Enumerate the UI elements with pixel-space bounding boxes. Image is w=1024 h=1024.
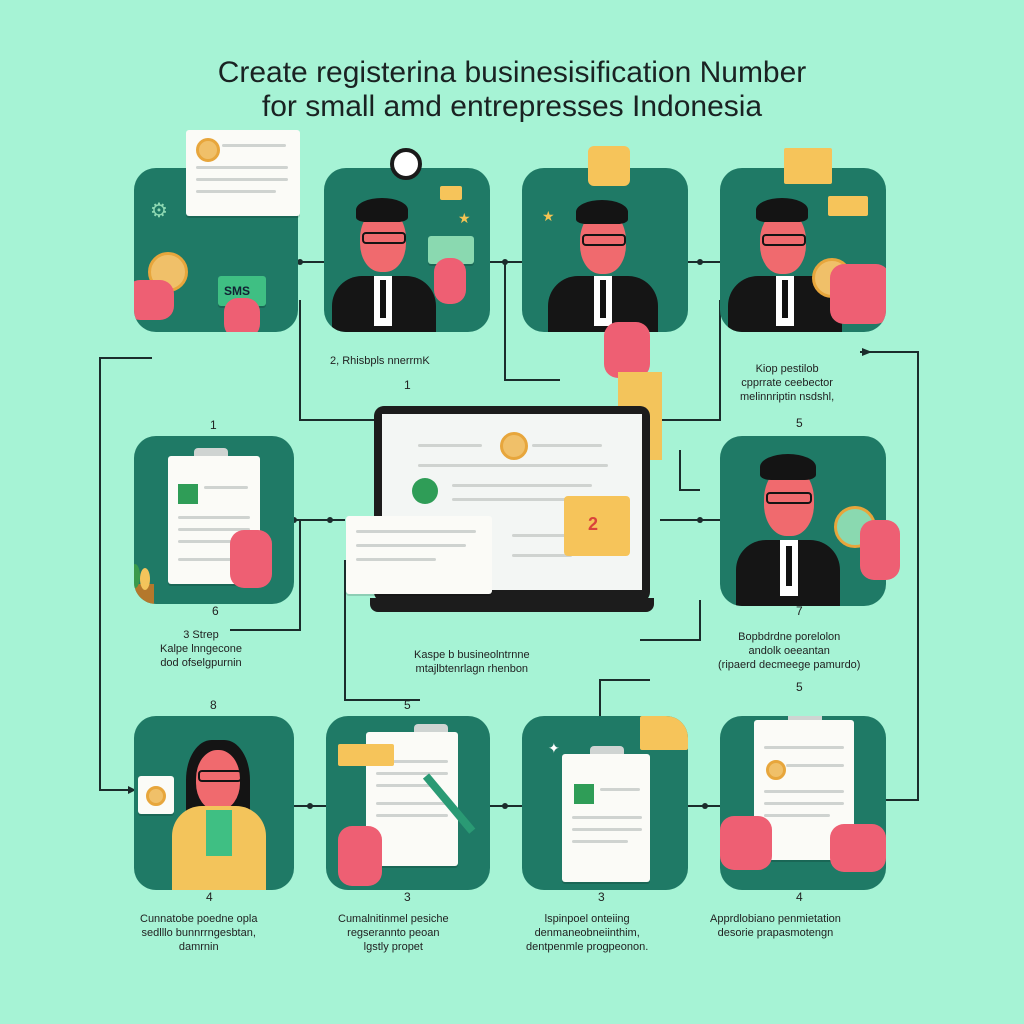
card-label: SMS bbox=[224, 284, 250, 298]
star-icon: ✦ bbox=[548, 740, 560, 757]
step-caption-center: Kaspe b busineolntrnne mtajlbtenrlagn rh… bbox=[414, 648, 530, 676]
seal-icon bbox=[500, 432, 528, 460]
step-caption-14: lspinpoel onteiing denmaneobneiinthim, d… bbox=[526, 912, 648, 954]
step-panel-8 bbox=[326, 716, 490, 890]
id-card bbox=[138, 776, 174, 814]
hand-with-pen bbox=[338, 826, 382, 886]
step-caption-15: Apprdlobiano penmietation desorie prapas… bbox=[710, 912, 841, 940]
step-caption-13: Cumalnitinmel pesiche regserannto peoan … bbox=[338, 912, 449, 954]
magnifier-icon bbox=[390, 148, 422, 180]
step-number: 6 bbox=[212, 604, 219, 618]
gear-icon: ⚙ bbox=[150, 198, 168, 223]
document-card bbox=[186, 130, 300, 216]
step-panel-9: ✦ bbox=[522, 716, 688, 890]
step-2-label: 2, Rhisbpls nnerrmK bbox=[330, 354, 430, 368]
step-panel-5 bbox=[134, 436, 294, 604]
step-number: 4 bbox=[206, 890, 213, 904]
step-panel-4 bbox=[720, 168, 886, 332]
hand-with-pen bbox=[230, 530, 272, 588]
step-number: 5 bbox=[796, 416, 803, 430]
hand-pointing bbox=[604, 322, 650, 378]
step-panel-10 bbox=[720, 716, 886, 890]
step-caption-12: Cunnatobe poedne opla sedlllo bunnrrnges… bbox=[140, 912, 257, 954]
seal-icon bbox=[766, 760, 786, 780]
step-number: 1 bbox=[210, 418, 217, 432]
step-number: 1 bbox=[404, 378, 411, 392]
step-panel-6 bbox=[720, 436, 886, 606]
step-number: 3 bbox=[598, 890, 605, 904]
sticky-note bbox=[338, 744, 394, 766]
step-number: 3 bbox=[404, 890, 411, 904]
step-panel-7 bbox=[134, 716, 294, 890]
badge-icon bbox=[588, 146, 630, 186]
hand-left bbox=[134, 280, 174, 320]
plant-icon bbox=[134, 564, 160, 604]
certificate-badge: 2 bbox=[564, 496, 630, 556]
step-caption-8: Bopbdrdne porelolon andolk oeeantan (rip… bbox=[718, 630, 860, 672]
envelope-icon bbox=[784, 148, 832, 184]
hand-right bbox=[224, 298, 260, 332]
hand-right bbox=[860, 520, 900, 580]
star-icon: ★ bbox=[542, 208, 555, 225]
step-panel-3: ★ bbox=[522, 168, 688, 332]
document-card bbox=[346, 516, 492, 594]
certificate-number: 2 bbox=[588, 514, 598, 535]
step-caption-6: 3 Strep Kalpe lnngecone dod ofselgpurnin bbox=[160, 628, 242, 670]
step-number: 5 bbox=[404, 698, 411, 712]
star-icon: ★ bbox=[458, 210, 471, 227]
monitor-stand bbox=[370, 598, 654, 612]
badge-green-icon bbox=[412, 478, 438, 504]
envelope-icon bbox=[640, 716, 688, 750]
step-number: 4 bbox=[796, 890, 803, 904]
step-number: 5 bbox=[796, 680, 803, 694]
step-panel-2: ★ bbox=[324, 168, 490, 332]
speech-bubble-icon bbox=[828, 196, 868, 216]
step-number: 8 bbox=[210, 698, 217, 712]
seal-icon bbox=[196, 138, 220, 162]
step-number: 7 bbox=[796, 604, 803, 618]
speech-bubble-icon bbox=[440, 186, 462, 200]
step-caption-4: Kiop pestilob cpprrate ceebector melinnr… bbox=[740, 362, 834, 404]
